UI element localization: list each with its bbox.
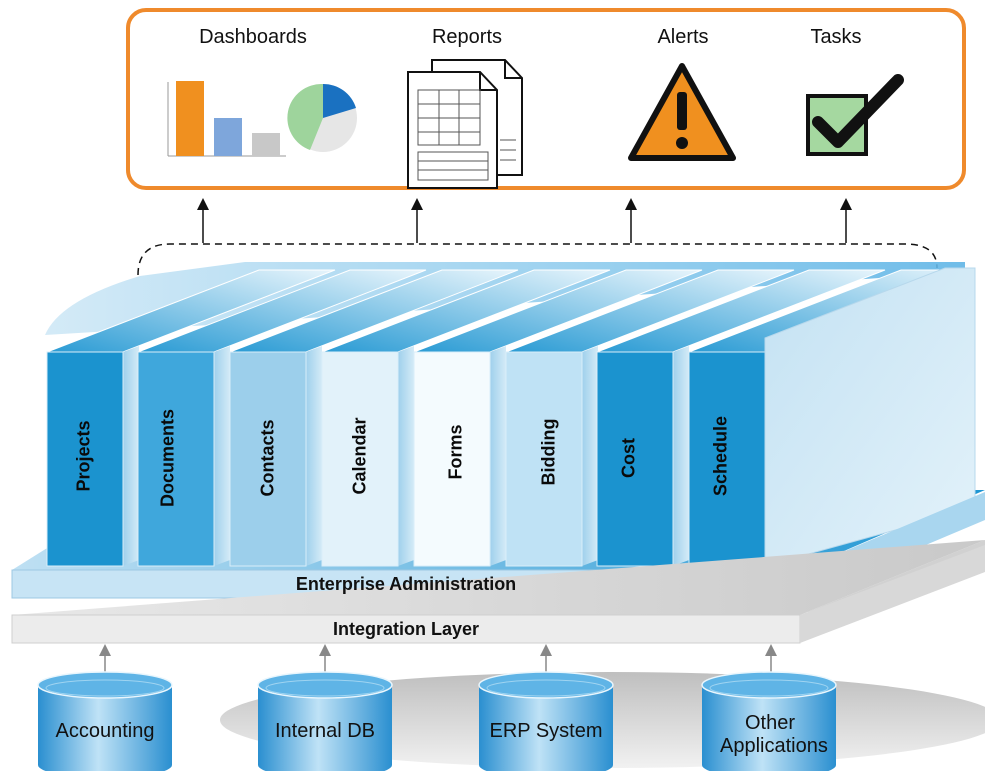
binder-documents <box>137 269 427 567</box>
integration-layer-label: Integration Layer <box>332 619 480 639</box>
dashboards-label: Dashboards <box>199 26 307 48</box>
module-contacts: Contacts <box>257 419 278 497</box>
module-calendar: Calendar <box>349 417 370 495</box>
db-internal-label: Internal DB <box>274 720 376 742</box>
bar-pie-chart-icon <box>167 81 357 157</box>
database-icon <box>701 671 837 771</box>
module-cost: Cost <box>618 438 639 478</box>
reports-label: Reports <box>431 26 503 48</box>
integration-slab-side <box>800 545 985 643</box>
data-sources <box>37 671 837 771</box>
db-erp-label: ERP System <box>489 720 603 742</box>
module-documents: Documents <box>157 408 178 508</box>
alerts-label: Alerts <box>657 26 709 48</box>
module-schedule: Schedule <box>710 415 731 497</box>
binder-cost <box>596 269 886 567</box>
module-bidding: Bidding <box>538 418 559 486</box>
module-projects: Projects <box>73 420 94 492</box>
tasks-label: Tasks <box>810 26 862 48</box>
binder-stack-side <box>764 267 976 567</box>
binder-bidding <box>505 269 795 567</box>
binder-projects <box>46 269 336 567</box>
module-forms: Forms <box>445 424 466 480</box>
binder-stack <box>46 269 978 567</box>
checkbox-icon <box>806 74 904 156</box>
warning-triangle-icon <box>628 63 736 161</box>
binder-contacts <box>229 269 519 567</box>
db-accounting-label: Accounting <box>55 720 155 742</box>
binder-calendar <box>321 269 611 567</box>
database-icon <box>478 671 614 771</box>
database-icon <box>257 671 393 771</box>
binder-forms <box>413 269 703 567</box>
integration-slab-top <box>12 540 985 615</box>
database-icon <box>37 671 173 771</box>
report-document-icon <box>407 59 523 189</box>
enterprise-administration-label: Enterprise Administration <box>295 574 517 594</box>
dashed-bracket <box>137 243 938 276</box>
